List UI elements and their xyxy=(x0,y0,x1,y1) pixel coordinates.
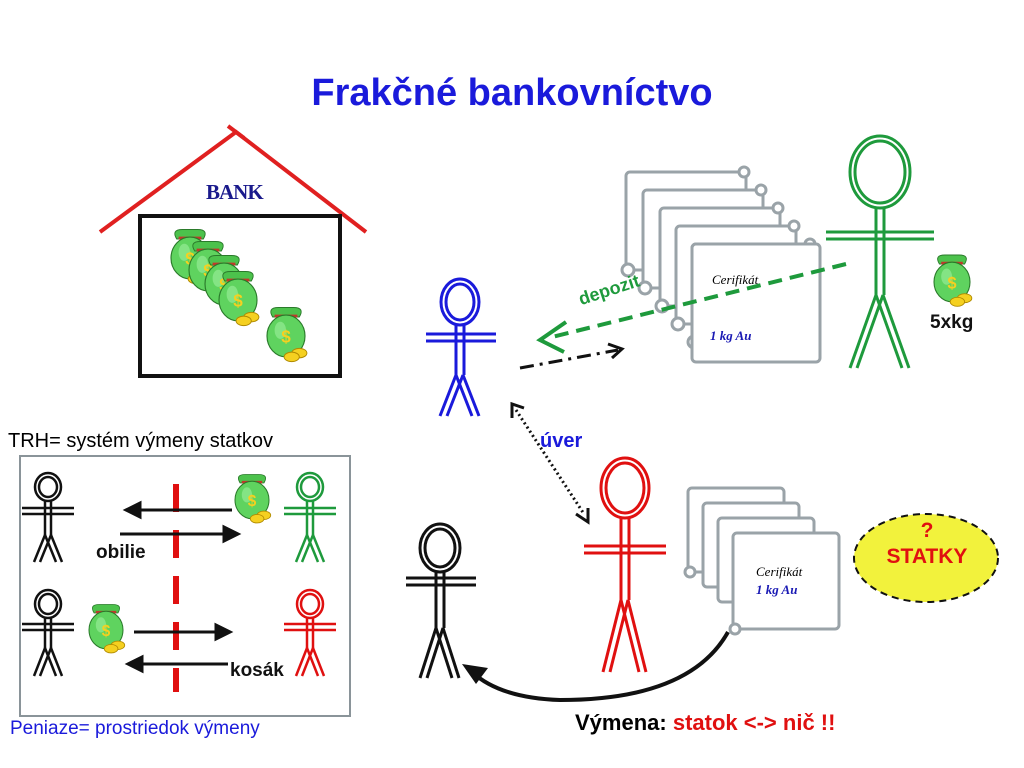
certificate-title: Cerifikát xyxy=(712,272,759,287)
stick-figure-icon xyxy=(584,456,666,673)
certificate-scroll-icon xyxy=(683,486,841,636)
goods-label: STATKY xyxy=(886,545,968,568)
stick-figure-icon xyxy=(284,588,336,677)
certificate-title: Cerifikát xyxy=(756,564,803,579)
goods-bubble-text: ? STATKY xyxy=(856,518,998,570)
certificate-issue-arrow xyxy=(519,342,625,370)
market-item-grain: obilie xyxy=(96,542,146,563)
stick-figure-icon xyxy=(406,522,476,679)
bank-house xyxy=(98,124,368,378)
arrow-icon xyxy=(120,500,242,674)
bank-label: BANK xyxy=(206,180,264,204)
money-definition: Peniaze= prostriedok výmeny xyxy=(10,718,260,739)
stick-figure-icon xyxy=(284,471,336,563)
exchange-caption: Výmena: statok <-> nič !! xyxy=(575,710,835,736)
market-item-scythe: kosák xyxy=(230,660,284,681)
certificate-amount: 1 kg Au xyxy=(756,582,798,597)
market-title: TRH= systém výmeny statkov xyxy=(8,430,274,452)
goods-bubble xyxy=(853,513,999,603)
exchange-arrow xyxy=(462,631,730,703)
page-title: Frakčné bankovníctvo xyxy=(311,72,713,114)
exchange-label: Výmena: xyxy=(575,710,667,735)
stick-figure-icon xyxy=(22,588,74,677)
stick-figure-icon xyxy=(826,134,934,369)
credit-label: úver xyxy=(540,430,583,452)
stick-figure-icon xyxy=(426,277,496,417)
money-bag-icon xyxy=(932,253,974,308)
certificate-amount: 1 kg Au xyxy=(710,328,752,343)
exchange-value: statok <-> nič !! xyxy=(672,710,836,735)
market-box xyxy=(19,455,351,717)
gold-amount: 5xkg xyxy=(930,312,974,333)
stick-figure-icon xyxy=(22,471,74,563)
deposit-arrow xyxy=(536,262,847,354)
credit-arrow xyxy=(510,401,590,525)
goods-question: ? xyxy=(920,519,934,542)
